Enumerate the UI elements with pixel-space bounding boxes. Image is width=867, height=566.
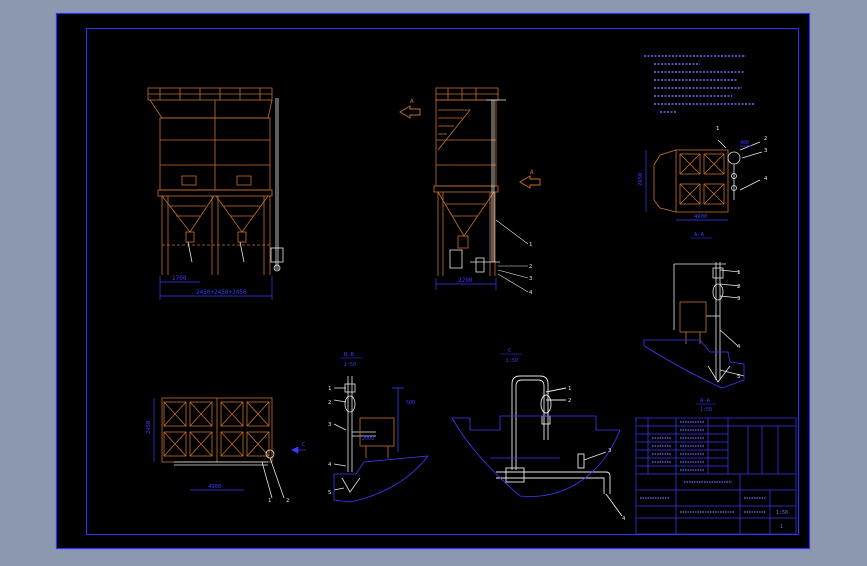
section-c-scale: 1:50 — [506, 358, 518, 364]
side-callout-leaders — [495, 219, 529, 293]
bottom-plan-dim-left: 2450 — [146, 421, 152, 434]
bottom-plan-view — [161, 397, 273, 463]
section-b-label: B-B — [344, 352, 355, 358]
callout-b-5: 5 — [328, 490, 331, 496]
section-c-wall — [451, 415, 621, 497]
plan-callout-top: 480 — [740, 140, 749, 146]
valve-detail-section-label: A-A — [700, 398, 711, 404]
callout-side-2: 2 — [529, 264, 532, 270]
section-c-view — [496, 375, 623, 517]
callout-b-4: 4 — [328, 462, 332, 468]
callout-plan-4: 4 — [764, 176, 768, 182]
side-elevation-piping — [449, 99, 506, 273]
title-block-sheet: 1 — [780, 524, 783, 530]
callout-c-1: 1 — [568, 386, 571, 392]
front-elevation-dimensions — [159, 276, 273, 300]
section-b-view — [333, 376, 376, 493]
valve-detail-scale: 1:50 — [700, 407, 712, 413]
valve-detail-box — [679, 301, 707, 344]
callout-valve-5: 5 — [737, 374, 740, 380]
callout-b-3: 3 — [328, 422, 331, 428]
bottom-plan-dimensions — [153, 398, 306, 491]
side-dim-bottom: 2200 — [458, 277, 473, 284]
front-dim-2: 2450+2450+2450 — [196, 289, 247, 296]
view-arrow-lower-label: A — [530, 169, 534, 176]
section-b-box — [359, 417, 395, 458]
callout-c-2: 2 — [568, 398, 571, 404]
valve-detail-foundation — [643, 339, 745, 389]
technical-notes-block — [644, 55, 754, 113]
view-arrow-upper-label: A — [410, 98, 414, 105]
view-arrow-lower — [519, 175, 541, 189]
side-elevation-view — [433, 87, 499, 276]
bottom-plan-piping — [174, 449, 285, 499]
bottom-plan-view-marker: C — [302, 442, 305, 448]
callout-side-4: 4 — [529, 290, 533, 296]
section-b-scale: 1:50 — [344, 362, 356, 368]
plan-dim-bottom: 4900 — [694, 214, 707, 220]
plan-section-label: A-A — [694, 232, 705, 238]
title-block-lettering — [640, 421, 766, 513]
drawing-paper — [56, 13, 810, 549]
callout-c-4: 4 — [622, 516, 626, 522]
callout-bottom-2: 2 — [286, 498, 289, 504]
front-elevation-view — [147, 87, 273, 275]
plan-view-dimensions — [645, 145, 752, 221]
callout-side-1: 1 — [529, 242, 532, 248]
valve-detail-view — [673, 262, 745, 383]
callout-c-3: 3 — [608, 448, 611, 454]
title-block — [635, 417, 797, 535]
callout-valve-2: 2 — [737, 284, 740, 290]
front-dim-1: 1700 — [172, 275, 187, 282]
callout-bottom-1: 1 — [268, 498, 271, 504]
side-elevation-dimensions — [435, 278, 497, 290]
callout-b-1: 1 — [328, 386, 331, 392]
section-c-label: C — [508, 348, 511, 354]
front-elevation-piping — [187, 98, 284, 272]
title-block-scale: 1:50 — [776, 510, 788, 516]
section-b-dim-vertical: 500 — [406, 400, 415, 406]
callout-side-3: 3 — [529, 276, 532, 282]
section-b-foundation — [333, 387, 429, 503]
inner-frame — [86, 28, 799, 535]
callout-valve-1: 1 — [737, 270, 740, 276]
callout-plan-3: 3 — [764, 148, 767, 154]
view-arrow-upper — [399, 105, 421, 119]
plan-view — [653, 149, 729, 213]
callout-plan-2: 2 — [764, 136, 767, 142]
callout-valve-3: 3 — [737, 296, 740, 302]
outer-border — [55, 12, 811, 550]
section-b-dim-horizontal: 2000 — [362, 436, 374, 442]
callout-b-2: 2 — [328, 400, 331, 406]
callout-valve-4: 4 — [737, 344, 741, 350]
callout-plan-1: 1 — [716, 126, 719, 132]
bottom-plan-dim-bottom: 4900 — [208, 484, 221, 490]
plan-dim-left: 2450 — [638, 173, 644, 186]
